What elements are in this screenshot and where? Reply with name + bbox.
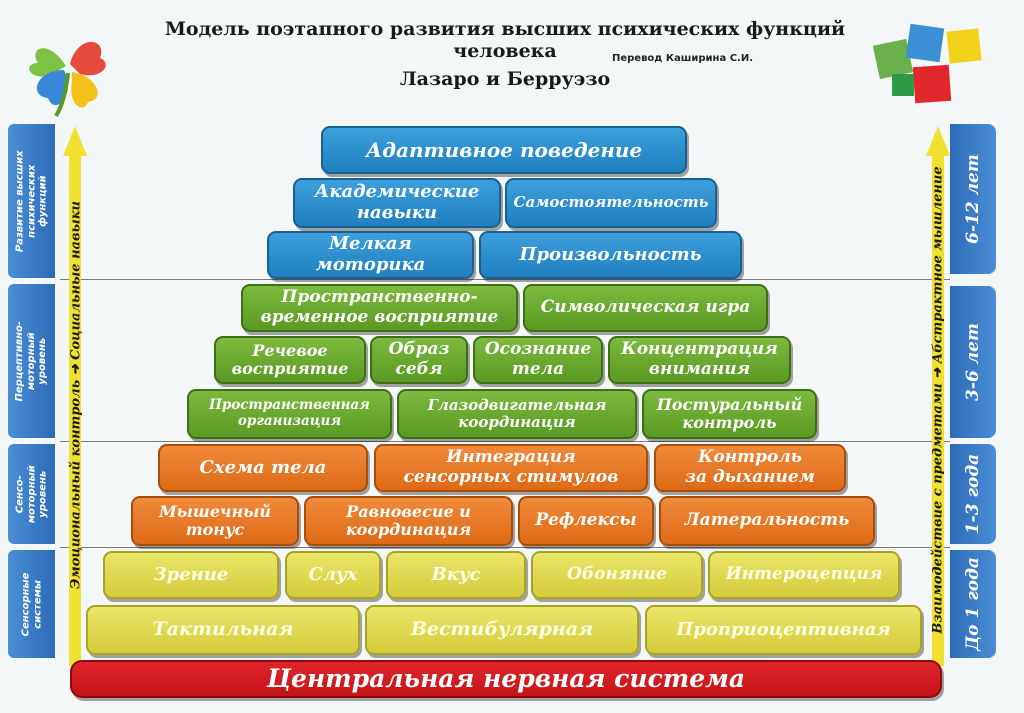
block-proprioceptive: Проприоцептивная <box>645 605 922 655</box>
level-divider <box>60 441 950 442</box>
title-line-2: Лазаро и Берруэзо <box>399 68 611 90</box>
block-academic-skills: Академические навыки <box>293 178 501 228</box>
left-axis-label: Эмоциональный контроль ➜ Социальные навы… <box>68 201 84 589</box>
block-balance-coordination: Равновесие и координация <box>304 496 513 546</box>
cubes-logo-icon <box>872 23 982 104</box>
clover-logo-icon <box>29 41 106 118</box>
block-tactile: Тактильная <box>86 605 360 655</box>
right-axis-arrow-icon <box>926 126 950 666</box>
block-spatiotemporal-perception: Пространственно- временное восприятие <box>241 284 518 332</box>
age-3-6: 3-6 лет <box>950 286 996 438</box>
page-title: Модель поэтапного развития высших психич… <box>110 18 900 90</box>
age-1-3: 1-3 года <box>950 444 996 544</box>
age-0-1: До 1 года <box>950 550 996 658</box>
block-taste: Вкус <box>386 551 526 599</box>
block-speech-perception: Речевое восприятие <box>214 336 366 384</box>
block-central-nervous-system: Центральная нервная система <box>70 660 942 698</box>
block-independence: Самостоятельность <box>505 178 717 228</box>
block-hearing: Слух <box>285 551 381 599</box>
block-postural-control: Постуральный контроль <box>642 389 817 439</box>
level-higher-functions: Развитие высших психических функций <box>8 124 58 278</box>
level-divider <box>60 279 950 280</box>
level-sensory-systems: Сенсорные системы <box>8 550 58 658</box>
title-line-1: Модель поэтапного развития высших психич… <box>164 18 846 62</box>
block-body-awareness: Осознание тела <box>473 336 603 384</box>
block-breathing-control: Контроль за дыханием <box>654 444 846 492</box>
left-axis-arrow-icon <box>63 126 87 666</box>
block-self-image: Образ себя <box>370 336 468 384</box>
block-vestibular: Вестибулярная <box>365 605 639 655</box>
block-voluntariness: Произвольность <box>479 231 742 279</box>
block-attention-concentration: Концентрация внимания <box>608 336 791 384</box>
block-body-scheme: Схема тела <box>158 444 368 492</box>
block-reflexes: Рефлексы <box>518 496 654 546</box>
block-smell: Обоняние <box>531 551 703 599</box>
block-laterality: Латеральность <box>659 496 875 546</box>
translator-credit: Перевод Каширина С.И. <box>612 53 754 64</box>
block-spatial-organization: Пространственная организация <box>187 389 392 439</box>
block-interoception: Интероцепция <box>708 551 900 599</box>
block-symbolic-play: Символическая игра <box>523 284 768 332</box>
level-divider <box>60 547 950 548</box>
block-vision: Зрение <box>103 551 279 599</box>
block-fine-motor: Мелкая моторика <box>267 231 474 279</box>
right-axis-label: Взаимодействие с предметами ➜ Абстрактно… <box>930 166 946 634</box>
block-muscle-tone: Мышечный тонус <box>131 496 299 546</box>
block-adaptive-behavior: Адаптивное поведение <box>321 126 687 174</box>
level-sensomotor: Сенсо- моторный уровень <box>8 444 58 544</box>
block-sensory-integration: Интеграция сенсорных стимулов <box>374 444 648 492</box>
block-eye-motor-coordination: Глазодвигательная координация <box>397 389 637 439</box>
level-perceptual-motor: Перцептивно- моторный уровень <box>8 284 58 438</box>
age-6-12: 6-12 лет <box>950 124 996 274</box>
